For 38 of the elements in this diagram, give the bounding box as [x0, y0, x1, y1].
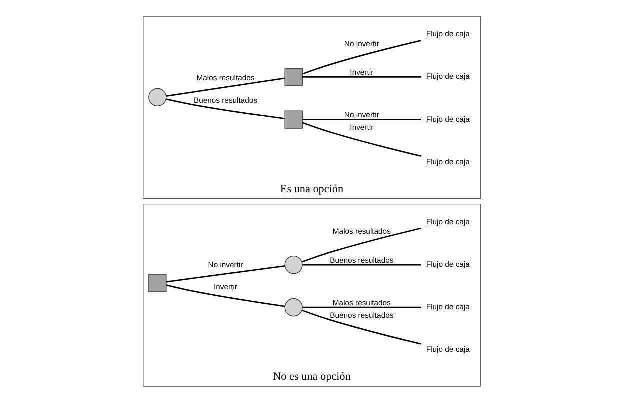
connector — [302, 264, 421, 266]
edge-label: Buenos resultados — [330, 310, 394, 320]
connector — [166, 284, 285, 308]
edge-label: Buenos resultados — [193, 96, 258, 105]
node-text: Flujo de caja — [426, 302, 470, 312]
connector — [166, 78, 285, 97]
connector — [302, 122, 421, 158]
connector — [302, 76, 421, 78]
node-text: Flujo de caja — [426, 30, 470, 39]
edge-label: No invertir — [208, 260, 243, 270]
node-circle — [284, 298, 302, 317]
node-text: Flujo de caja — [426, 260, 470, 269]
edge-label: Invertir — [350, 68, 374, 77]
connector — [302, 119, 421, 120]
edge-label: No invertir — [344, 110, 379, 120]
node-text: Flujo de caja — [426, 345, 470, 354]
node-text: Flujo de caja — [426, 72, 470, 82]
connector — [301, 228, 421, 263]
connector — [302, 306, 421, 308]
edge-label: Invertir — [350, 123, 374, 132]
connector — [166, 98, 285, 120]
node-box — [284, 68, 302, 86]
node-circle — [284, 256, 302, 274]
edge-label: No invertir — [344, 39, 379, 48]
connector — [302, 40, 421, 75]
node-box — [284, 110, 302, 129]
edge-label: Invertir — [214, 282, 237, 292]
node-circle — [148, 88, 166, 107]
node-box — [148, 274, 166, 292]
node-text: Flujo de caja — [426, 157, 470, 166]
edge-label: Malos resultados — [332, 227, 390, 236]
edge-label: Malos resultados — [332, 298, 390, 308]
node-text: Flujo de caja — [426, 217, 470, 226]
edge-label: Buenos resultados — [330, 256, 394, 265]
connector — [166, 265, 285, 283]
node-text: Flujo de caja — [426, 114, 470, 124]
edge-label: Malos resultados — [196, 74, 254, 83]
connector — [301, 310, 421, 345]
